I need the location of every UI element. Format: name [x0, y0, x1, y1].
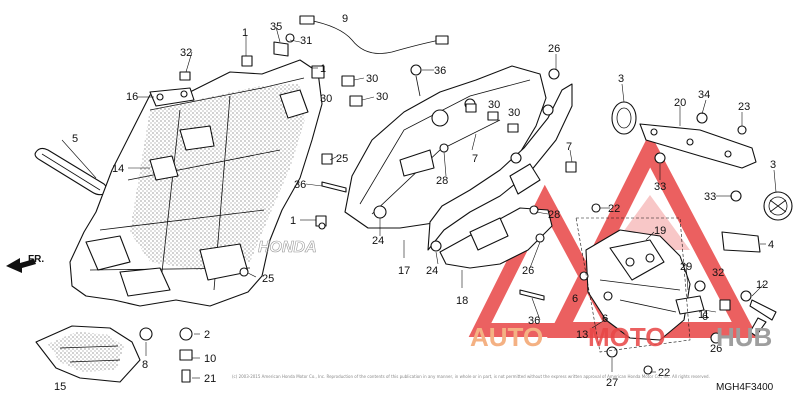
callout-1: 1 — [320, 63, 326, 75]
callout-17: 17 — [398, 265, 410, 277]
callout-14: 14 — [112, 163, 124, 175]
watermark-triangle-left — [468, 184, 627, 337]
part-16-bracket — [149, 87, 195, 107]
callout-8: 8 — [142, 359, 148, 371]
callout-30: 30 — [488, 99, 500, 111]
callout-9: 9 — [342, 13, 348, 25]
callout-22: 22 — [608, 203, 620, 215]
callout-35: 35 — [270, 21, 282, 33]
callout-3: 3 — [770, 159, 776, 171]
callout-30: 30 — [508, 107, 520, 119]
callout-13: 13 — [576, 329, 588, 341]
copyright-notice: (c) 2003-2015 American Honda Motor Co., … — [232, 374, 710, 379]
watermark-auto: AUTO — [470, 322, 543, 352]
part-3-reflector-top — [611, 101, 637, 135]
callout-5: 5 — [72, 133, 78, 145]
front-direction-arrow: FR. — [6, 254, 44, 273]
callout-4: 4 — [768, 239, 774, 251]
part-4-lens — [721, 231, 761, 253]
watermark-moto: MOTO — [588, 322, 666, 352]
callout-25: 25 — [262, 273, 274, 285]
callout-24: 24 — [372, 235, 384, 247]
callout-23: 23 — [738, 101, 750, 113]
callout-3: 3 — [618, 73, 624, 85]
callout-6: 6 — [702, 311, 708, 323]
part-18-rear-fender — [427, 83, 573, 269]
callout-labels: 1 1 1 2 3 3 4 5 6 6 6 7 7 8 9 10 11 12 1… — [54, 13, 776, 393]
callout-36: 36 — [294, 179, 306, 191]
callout-15: 15 — [54, 381, 66, 393]
callout-30: 30 — [376, 91, 388, 103]
part-15-lower-cover — [35, 325, 141, 383]
callout-1: 1 — [290, 215, 296, 227]
callout-34: 34 — [698, 89, 710, 101]
ghost-brand-text: HONDA — [258, 239, 317, 256]
diagram-code: MGH4F3400 — [716, 382, 774, 393]
callout-12: 12 — [756, 279, 768, 291]
part-20-license-bracket — [639, 123, 757, 169]
callout-2: 2 — [204, 329, 210, 341]
callout-11: 11 — [698, 309, 709, 321]
callout-22: 22 — [658, 367, 670, 379]
part-5-band — [34, 147, 108, 196]
part-14-inner-fender — [69, 59, 323, 307]
hardware-fasteners — [139, 33, 777, 383]
callout-10: 10 — [204, 353, 216, 365]
callout-28: 28 — [436, 175, 448, 187]
callout-30: 30 — [320, 93, 332, 105]
callout-33: 33 — [704, 191, 716, 203]
callout-31: 31 — [300, 35, 312, 47]
callout-26: 26 — [522, 265, 534, 277]
part-3-reflector-right — [763, 191, 793, 221]
watermark-hub: HUB — [716, 322, 772, 352]
callout-19: 19 — [654, 225, 666, 237]
callout-33: 33 — [654, 181, 666, 193]
part-13-license-assembly — [585, 229, 705, 341]
callout-16: 16 — [126, 91, 138, 103]
watermark-text: AUTO MOTO HUB — [470, 322, 772, 352]
callout-36: 36 — [434, 65, 446, 77]
callout-18: 18 — [456, 295, 468, 307]
callout-26: 26 — [710, 343, 722, 355]
callout-32: 32 — [712, 267, 724, 279]
front-direction-label: FR. — [28, 254, 44, 265]
callout-6: 6 — [602, 313, 608, 325]
callout-32: 32 — [180, 47, 192, 59]
callout-36: 36 — [528, 315, 540, 327]
callout-24: 24 — [426, 265, 438, 277]
callout-21: 21 — [204, 373, 216, 385]
callout-29: 29 — [680, 261, 692, 273]
callout-26: 26 — [548, 43, 560, 55]
callout-7: 7 — [472, 153, 478, 165]
leader-lines — [61, 26, 777, 379]
callout-27: 27 — [606, 377, 618, 389]
callout-7: 7 — [566, 141, 572, 153]
callout-1: 1 — [242, 27, 248, 39]
callout-25: 25 — [336, 153, 348, 165]
callout-28: 28 — [548, 209, 560, 221]
callout-6: 6 — [572, 293, 578, 305]
part-9-cable — [299, 15, 449, 54]
callout-30: 30 — [366, 73, 378, 85]
callout-20: 20 — [674, 97, 686, 109]
